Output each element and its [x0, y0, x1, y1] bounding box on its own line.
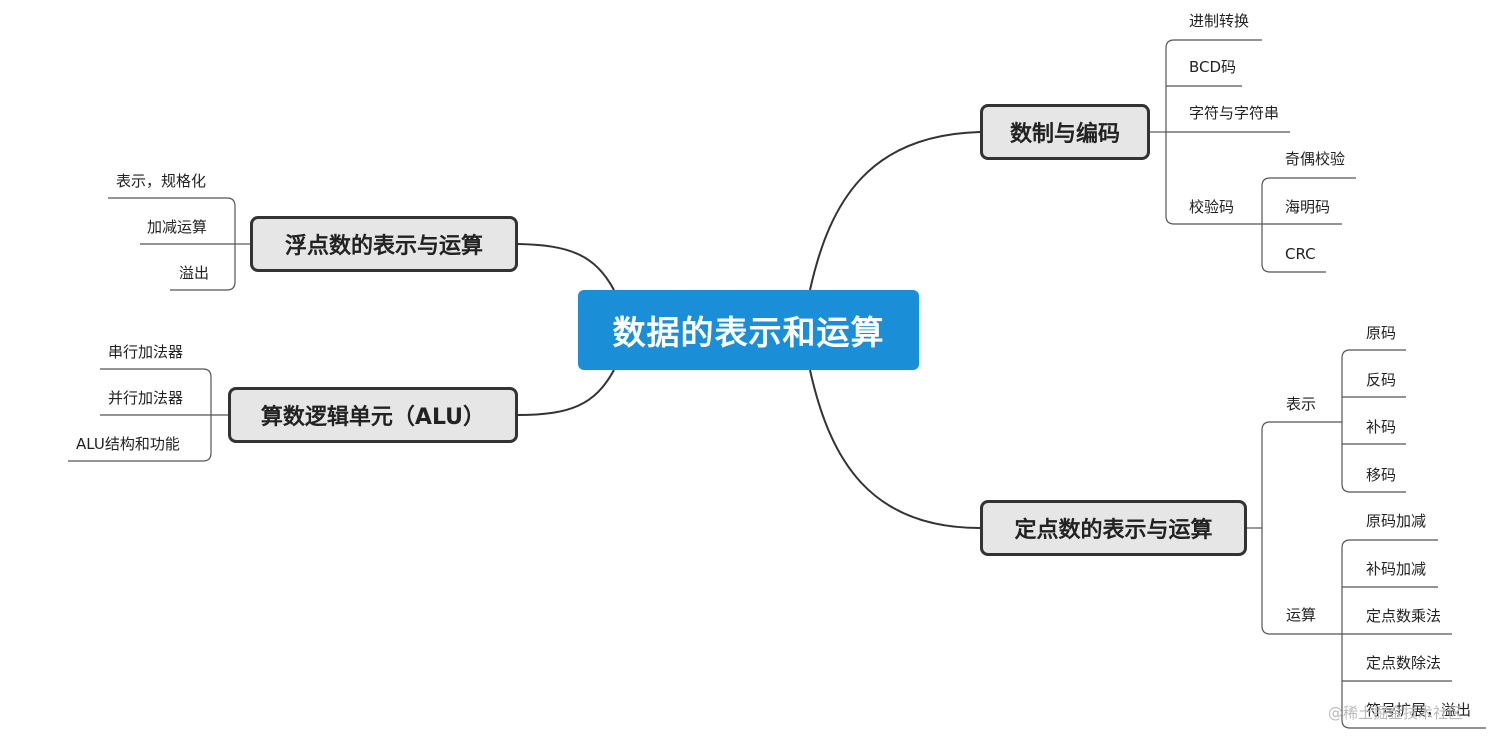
leaf-crc[interactable]: CRC: [1285, 245, 1316, 263]
leaf-fp-representation-normalization[interactable]: 表示，规格化: [116, 172, 207, 190]
branch-alu[interactable]: 算数逻辑单元（ALU）: [228, 387, 518, 443]
leaf-sign-magnitude-addsub[interactable]: 原码加减: [1366, 512, 1427, 530]
branch-floating-point[interactable]: 浮点数的表示与运算: [250, 216, 518, 272]
leaf-ones-complement[interactable]: 反码: [1366, 371, 1397, 389]
leaf-fixed-point-multiplication[interactable]: 定点数乘法: [1366, 607, 1442, 625]
leaf-bcd-code[interactable]: BCD码: [1189, 58, 1237, 76]
leaf-twos-complement[interactable]: 补码: [1366, 418, 1397, 436]
leaf-representation[interactable]: 表示: [1286, 395, 1317, 413]
leaf-characters-strings[interactable]: 字符与字符串: [1189, 104, 1280, 122]
leaf-sign-magnitude[interactable]: 原码: [1366, 324, 1397, 342]
leaf-parity-check[interactable]: 奇偶校验: [1285, 150, 1346, 168]
leaf-operations[interactable]: 运算: [1286, 606, 1317, 624]
watermark: @稀土掘金技术社区: [1328, 704, 1464, 722]
leaf-base-conversion[interactable]: 进制转换: [1189, 12, 1250, 30]
leaf-fixed-point-division[interactable]: 定点数除法: [1366, 654, 1442, 672]
leaf-parallel-adder[interactable]: 并行加法器: [108, 389, 184, 407]
root-node[interactable]: 数据的表示和运算: [578, 290, 919, 370]
leaf-offset-binary[interactable]: 移码: [1366, 466, 1397, 484]
leaf-sign-extension-overflow[interactable]: 符号扩展，溢出: [1366, 701, 1472, 719]
leaf-hamming-code[interactable]: 海明码: [1285, 198, 1331, 216]
leaf-alu-structure-function[interactable]: ALU结构和功能: [76, 435, 180, 453]
leaf-fp-overflow[interactable]: 溢出: [179, 264, 210, 282]
leaf-fp-addsub[interactable]: 加减运算: [147, 218, 208, 236]
leaf-check-code[interactable]: 校验码: [1189, 198, 1235, 216]
leaf-serial-adder[interactable]: 串行加法器: [108, 343, 184, 361]
branch-fixed-point[interactable]: 定点数的表示与运算: [980, 500, 1247, 556]
leaf-twos-complement-addsub[interactable]: 补码加减: [1366, 560, 1427, 578]
branch-number-systems-encoding[interactable]: 数制与编码: [980, 104, 1150, 160]
